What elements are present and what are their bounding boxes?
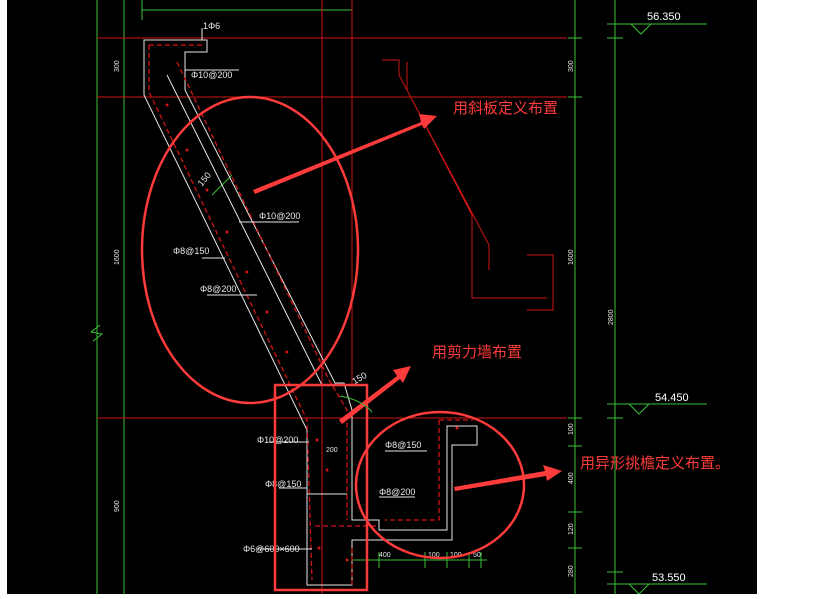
- dim-bottom-d: 50: [473, 552, 481, 559]
- annotation-cantilever: 用异形挑檐定义布置。: [580, 455, 730, 472]
- dim-right-a: 100: [568, 423, 575, 435]
- label-canti-bot: Φ8@200: [379, 487, 415, 497]
- dim-bottom-c: 100: [450, 552, 462, 559]
- dim-right-mid: 1600: [568, 249, 575, 265]
- dim-left-mid: 1600: [114, 249, 121, 265]
- label-wall-vert: Φ8@150: [265, 479, 301, 489]
- arrow-wall: [339, 366, 411, 424]
- dim-right-c: 120: [568, 523, 575, 535]
- arrow-canti: [454, 465, 562, 491]
- leader-lines: [185, 28, 427, 550]
- callout-arrows: [253, 114, 562, 491]
- cad-drawing: 56.350 54.450 53.550: [89, 0, 730, 595]
- label-slab-dist2: Φ8@200: [200, 284, 236, 294]
- label-slab-dist1: Φ8@150: [173, 246, 209, 256]
- dim-wall-thk: 200: [326, 447, 338, 454]
- dim-bottom-b: 100: [428, 552, 440, 559]
- annotation-sloped-slab: 用斜板定义布置: [453, 99, 558, 117]
- cad-drawing-canvas[interactable]: 56.350 54.450 53.550: [7, 0, 757, 595]
- level-middle: 54.450: [655, 392, 689, 404]
- level-bottom: 53.550: [652, 572, 686, 584]
- axis-lines: [97, 0, 567, 594]
- arrow-slab: [253, 114, 437, 194]
- dim-right-b: 400: [568, 472, 575, 484]
- dim-right-total: 2800: [608, 309, 615, 325]
- dim-left-top: 300: [114, 60, 121, 72]
- label-top-hook: 1Φ6: [203, 21, 220, 31]
- dim-right-d: 280: [568, 565, 575, 577]
- slope-arc-mark: [339, 395, 373, 413]
- callout-rect-wall: [273, 383, 369, 592]
- callout-ellipses: [140, 95, 526, 592]
- dim-right-top: 300: [568, 60, 575, 72]
- dim-left-bot: 900: [114, 500, 121, 512]
- level-top: 56.350: [647, 11, 681, 23]
- label-slab-main: Φ10@200: [259, 211, 300, 221]
- callout-ellipse-canti: [354, 410, 526, 560]
- callout-ellipse-slab: [140, 95, 360, 405]
- rebar-dots: [165, 103, 459, 562]
- label-wall-tie: Φ6@600×600: [243, 544, 300, 554]
- rebar-lines: [148, 44, 473, 585]
- label-top-bar: Φ10@200: [191, 70, 232, 80]
- dim-bottom-a: 400: [379, 552, 391, 559]
- level-markers: [607, 23, 707, 595]
- label-wall-horiz: Φ10@200: [257, 435, 298, 445]
- annotation-shear-wall: 用剪力墙布置: [432, 344, 522, 361]
- label-canti-top: Φ8@150: [385, 440, 421, 450]
- dimension-lines: [89, 0, 623, 594]
- label-slab-thickness: 150: [196, 170, 213, 188]
